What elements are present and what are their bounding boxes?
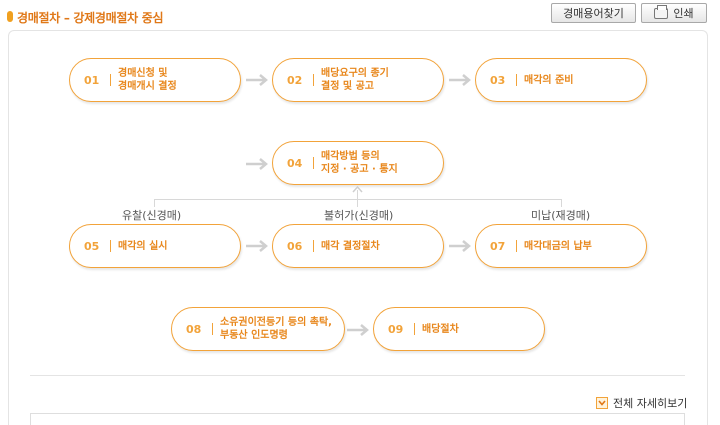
step-number: 02 (287, 73, 303, 87)
content-panel (8, 30, 708, 425)
print-button-label: 인쇄 (673, 7, 694, 20)
print-button[interactable]: 인쇄 (641, 3, 707, 23)
arrow-up-icon (352, 186, 363, 193)
view-all-details-toggle[interactable]: 전체 자세히보기 (596, 395, 687, 411)
arrow-right-icon (347, 324, 369, 336)
printer-icon (654, 4, 669, 19)
step-number: 01 (84, 73, 100, 87)
branch-label-reject: 불허가(신경매) (324, 209, 394, 222)
arrow-right-icon (246, 74, 268, 86)
arrow-right-icon (246, 240, 268, 252)
step-number: 05 (84, 239, 100, 253)
step-04[interactable]: 04 매각방법 등의 지정 · 공고 · 통지 (272, 141, 444, 185)
step-07[interactable]: 07 매각대금의 납부 (475, 224, 647, 268)
step-number: 04 (287, 156, 303, 170)
step-number: 06 (287, 239, 303, 253)
arrow-right-icon (449, 240, 471, 252)
step-number: 03 (490, 73, 506, 87)
step-label: 배당요구의 종기 결정 및 공고 (321, 68, 389, 92)
page-title: 경매절차 – 강제경매절차 중심 (17, 11, 164, 25)
chevron-down-icon (596, 397, 608, 409)
branch-label-fail: 유찰(신경매) (122, 209, 182, 222)
details-box (30, 413, 685, 425)
step-06[interactable]: 06 매각 결정절차 (272, 224, 444, 268)
step-08[interactable]: 08 소유권이전등기 등의 촉탁, 부동산 인도명령 (171, 307, 345, 351)
step-label: 배당절차 (422, 323, 459, 335)
arrow-right-icon (449, 74, 471, 86)
step-03[interactable]: 03 매각의 준비 (475, 58, 647, 102)
term-search-button[interactable]: 경매용어찾기 (551, 3, 636, 23)
divider (30, 375, 685, 376)
step-09[interactable]: 09 배당절차 (373, 307, 545, 351)
arrow-right-icon (246, 158, 268, 170)
step-label: 매각 결정절차 (321, 240, 380, 252)
step-label: 매각의 실시 (118, 240, 168, 252)
step-02[interactable]: 02 배당요구의 종기 결정 및 공고 (272, 58, 444, 102)
step-label: 매각방법 등의 지정 · 공고 · 통지 (321, 151, 398, 175)
title-bullet-icon (7, 11, 13, 22)
step-number: 08 (186, 322, 202, 336)
step-label: 소유권이전등기 등의 촉탁, 부동산 인도명령 (220, 317, 332, 341)
step-05[interactable]: 05 매각의 실시 (69, 224, 241, 268)
view-all-label: 전체 자세히보기 (613, 397, 688, 410)
loop-line (154, 199, 562, 200)
branch-label-unpaid: 미납(재경매) (531, 209, 591, 222)
step-label: 매각대금의 납부 (524, 240, 592, 252)
step-label: 경매신청 및 경매개시 결정 (118, 68, 177, 92)
step-number: 09 (388, 322, 404, 336)
step-label: 매각의 준비 (524, 74, 574, 86)
step-01[interactable]: 01 경매신청 및 경매개시 결정 (69, 58, 241, 102)
step-number: 07 (490, 239, 506, 253)
